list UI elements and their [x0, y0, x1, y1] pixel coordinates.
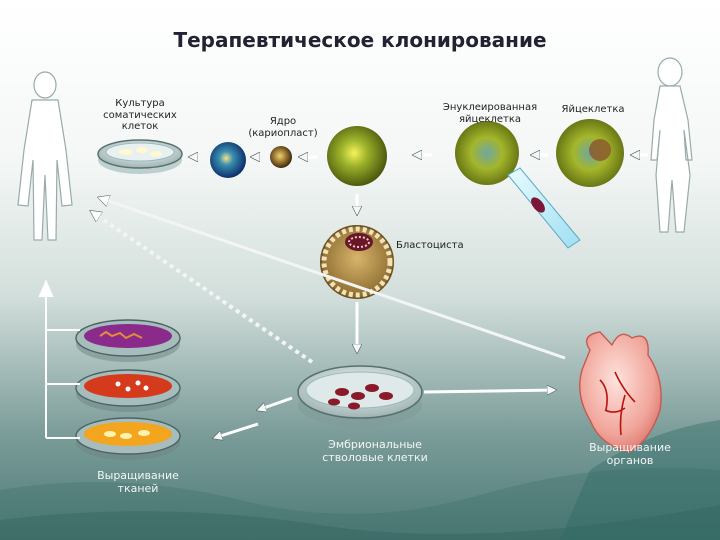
woman-figure — [651, 58, 692, 232]
stem-cell-dish — [298, 366, 422, 427]
man-figure — [18, 72, 72, 240]
nucleus-karyoplast — [270, 146, 292, 168]
tissue-dish-purple — [76, 320, 180, 362]
fused-egg — [327, 126, 387, 186]
label-nucleus: Ядро (кариопласт) — [238, 116, 328, 139]
label-egg: Яйцеклетка — [553, 104, 633, 116]
label-embryonic-stem-cells: Эмбриональные стволовые клетки — [305, 439, 445, 464]
somatic-cell — [210, 142, 246, 178]
label-blastocyst: Бластоциста — [396, 240, 486, 252]
page-title: Терапевтическое клонирование — [0, 28, 720, 52]
tissue-dish-orange — [76, 418, 180, 460]
somatic-culture-dish — [98, 140, 182, 174]
heart-organ — [580, 332, 661, 452]
tissue-bracket — [40, 282, 80, 438]
tissue-dish-red — [76, 370, 180, 412]
egg-cell — [556, 119, 624, 187]
label-somatic-culture: Культура соматических клеток — [95, 98, 185, 133]
label-enucleated-egg: Энуклеированная яйцеклетка — [430, 102, 550, 125]
label-tissue-growing: Выращивание тканей — [78, 470, 198, 495]
pipette — [508, 168, 580, 248]
label-organ-growing: Выращивание органов — [575, 442, 685, 467]
